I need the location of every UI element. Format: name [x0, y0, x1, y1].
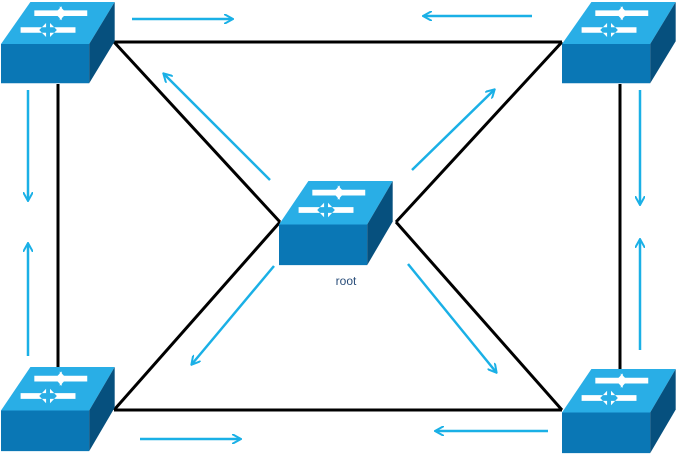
switch-top-right	[562, 2, 676, 84]
switch-top-left	[1, 2, 115, 84]
link-root-bottom-right	[394, 221, 564, 411]
root-label: root	[335, 274, 357, 288]
links	[56, 40, 622, 412]
arrow-root-to-top-left	[164, 74, 271, 181]
arrow-root-to-bottom-right	[407, 263, 496, 372]
switch-root	[279, 181, 393, 266]
link-root-bottom-left	[112, 221, 282, 411]
switch-bottom-left	[1, 367, 115, 452]
direction-arrows	[28, 16, 640, 439]
switch-bottom-right	[562, 369, 676, 454]
link-root-top-left	[112, 40, 282, 224]
arrow-root-to-top-right	[411, 90, 494, 171]
arrow-root-to-bottom-left	[192, 265, 275, 364]
link-root-top-right	[394, 40, 564, 224]
